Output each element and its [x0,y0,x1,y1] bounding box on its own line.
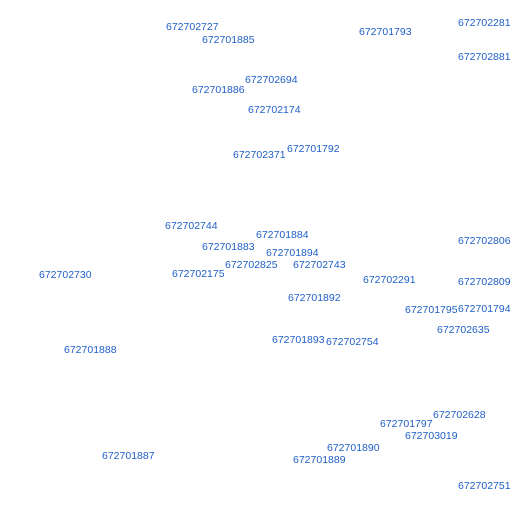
map-label[interactable]: 672702881 [458,51,511,63]
map-label[interactable]: 672703019 [405,430,458,442]
map-label[interactable]: 672701793 [359,26,412,38]
map-label[interactable]: 672701797 [380,418,433,430]
map-label[interactable]: 672701885 [202,34,255,46]
map-label[interactable]: 672701888 [64,344,117,356]
map-label[interactable]: 672702628 [433,409,486,421]
map-label[interactable]: 672701893 [272,334,325,346]
map-label[interactable]: 672701889 [293,454,346,466]
map-label[interactable]: 672702751 [458,480,511,492]
map-label[interactable]: 672702806 [458,235,511,247]
map-label[interactable]: 672702743 [293,259,346,271]
map-label[interactable]: 672701886 [192,84,245,96]
map-label[interactable]: 672702694 [245,74,298,86]
map-label[interactable]: 672702727 [166,21,219,33]
map-label[interactable]: 672701890 [327,442,380,454]
map-label[interactable]: 672701894 [266,247,319,259]
map-label[interactable]: 672701792 [287,143,340,155]
map-label[interactable]: 672701892 [288,292,341,304]
map-label[interactable]: 672701884 [256,229,309,241]
map-label[interactable]: 672702754 [326,336,379,348]
map-label[interactable]: 672702809 [458,276,511,288]
map-label[interactable]: 672702291 [363,274,416,286]
map-label[interactable]: 672702744 [165,220,218,232]
map-label[interactable]: 672701794 [458,303,511,315]
map-label[interactable]: 672702730 [39,269,92,281]
map-label[interactable]: 672701883 [202,241,255,253]
map-label[interactable]: 672702174 [248,104,301,116]
map-label[interactable]: 672702175 [172,268,225,280]
map-label[interactable]: 672702635 [437,324,490,336]
map-label[interactable]: 672701795 [405,304,458,316]
map-label[interactable]: 672702825 [225,259,278,271]
map-label[interactable]: 672701887 [102,450,155,462]
map-label[interactable]: 672702281 [458,17,511,29]
map-label[interactable]: 672702371 [233,149,286,161]
